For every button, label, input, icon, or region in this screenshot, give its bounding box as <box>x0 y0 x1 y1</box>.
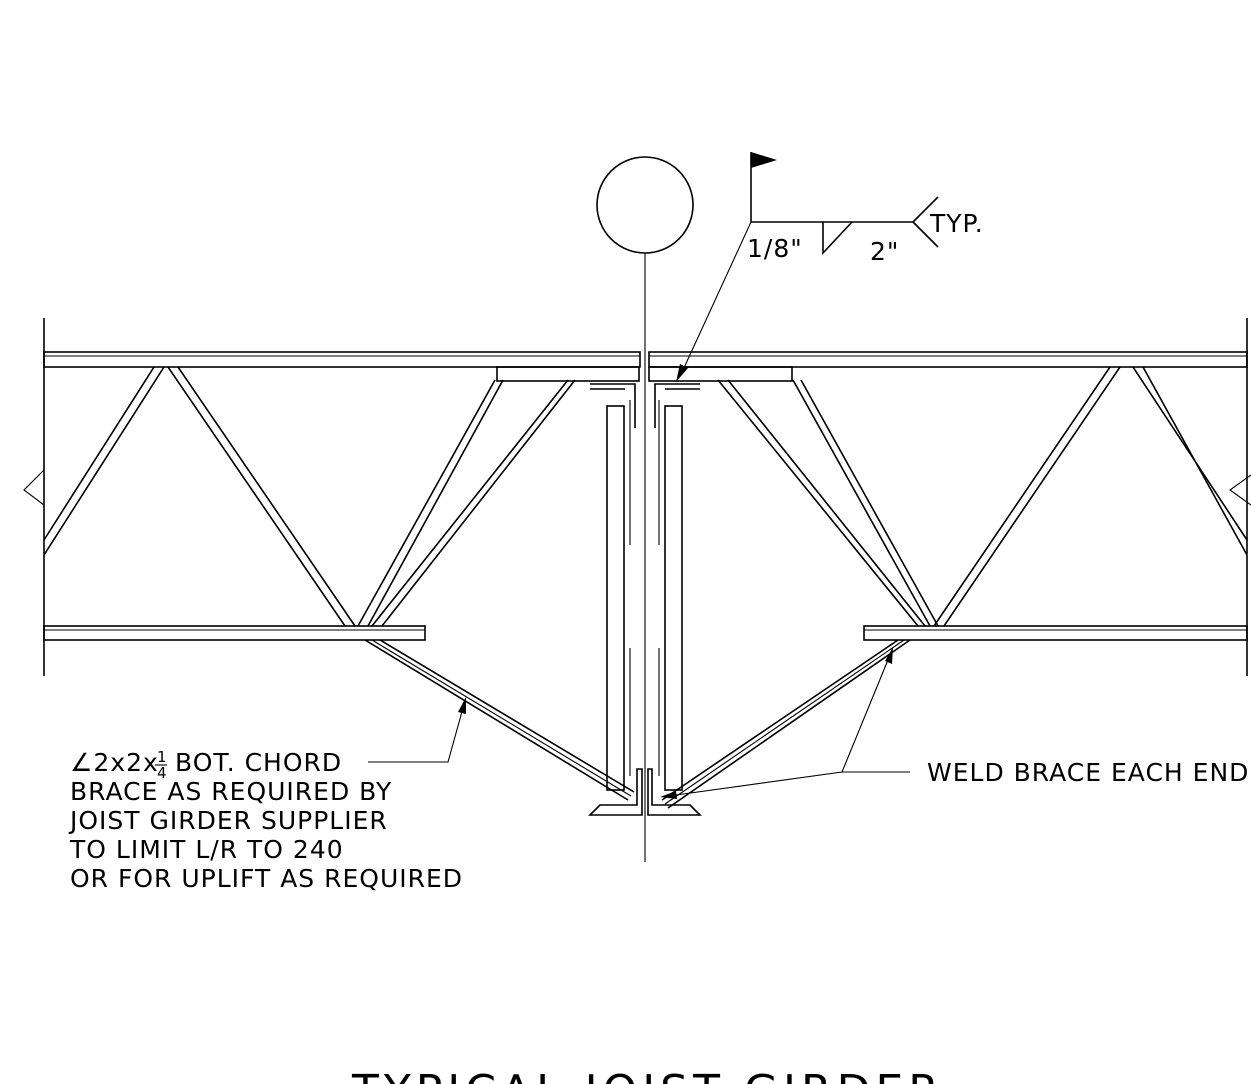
weld-brace-leader <box>660 647 910 799</box>
left-bottom-chord <box>43 625 426 641</box>
brace-size-prefix: ∠2x2x <box>70 748 159 777</box>
weld-symbol <box>676 152 939 382</box>
detail-title: TYPICAL JOIST GIRDER <box>351 1066 944 1084</box>
left-joist-girder <box>23 318 643 816</box>
weld-brace-note: WELD BRACE EACH END <box>927 758 1249 787</box>
left-top-chord <box>43 351 641 368</box>
right-bottom-chord <box>863 625 1248 641</box>
brace-leader <box>368 697 466 763</box>
weld-arrowhead-icon <box>676 364 688 382</box>
brace-fraction-numerator: 1 <box>157 748 168 766</box>
brace-line4: TO LIMIT L/R TO 240 <box>69 835 344 864</box>
weld-size: 1/8" <box>747 234 803 263</box>
brace-line1-rest: BOT. CHORD <box>175 748 342 777</box>
right-joist-girder <box>647 318 1251 816</box>
right-top-chord <box>648 351 1248 368</box>
brace-line3: JOIST GIRDER SUPPLIER <box>68 806 388 835</box>
brace-fraction-denominator: 4 <box>157 764 168 782</box>
field-weld-flag-icon <box>751 152 777 168</box>
weld-tail-note: TYP. <box>929 209 984 238</box>
brace-note: ∠2x2x 1 4 BOT. CHORD BRACE AS REQUIRED B… <box>68 748 463 893</box>
weld-leader <box>682 221 752 371</box>
brace-line2: BRACE AS REQUIRED BY <box>70 777 392 806</box>
weld-brace-arrowhead-lower-icon <box>660 791 677 799</box>
grid-bubble <box>596 156 694 254</box>
brace-arrowhead-icon <box>458 697 466 714</box>
svg-text:∠2x2x: ∠2x2x <box>70 748 159 777</box>
brace-line5: OR FOR UPLIFT AS REQUIRED <box>70 864 463 893</box>
weld-length: 2" <box>870 237 899 266</box>
weld-brace-arrowhead-upper-icon <box>885 647 893 664</box>
